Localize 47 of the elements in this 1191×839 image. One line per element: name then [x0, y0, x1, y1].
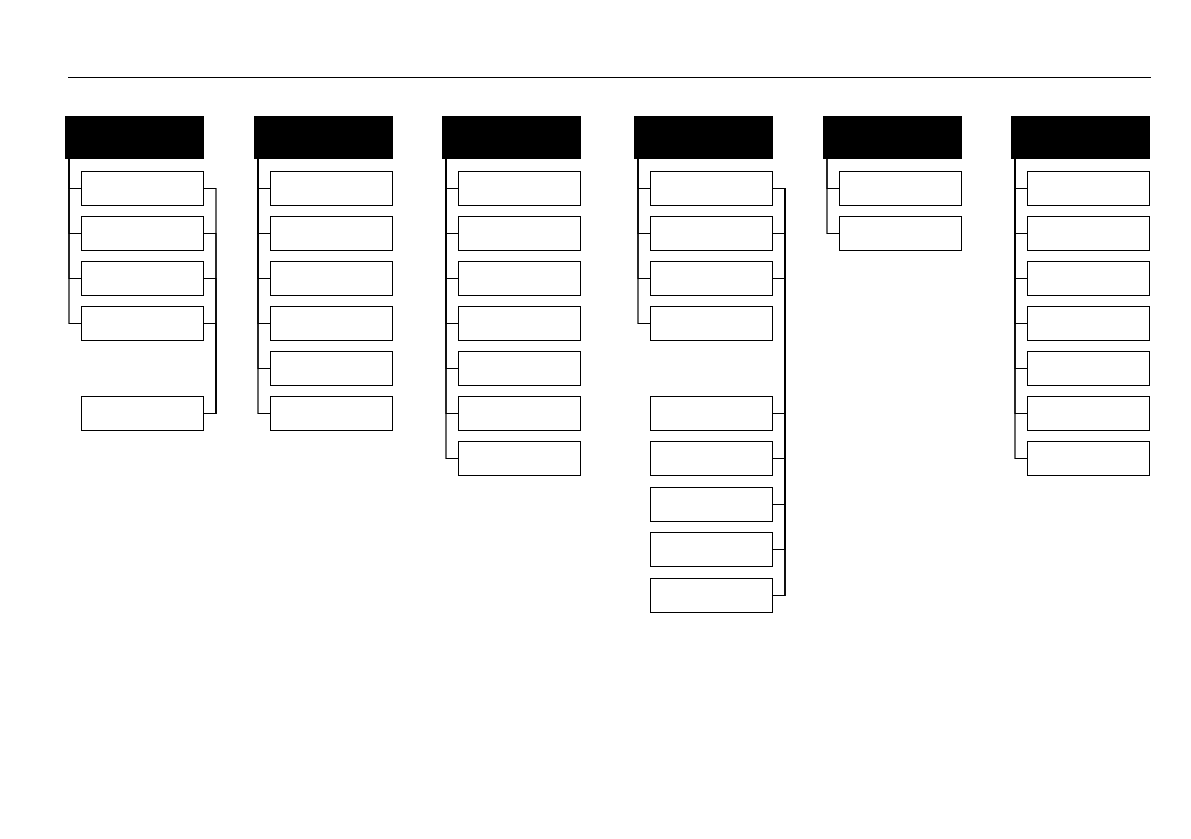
header-block — [634, 116, 773, 159]
menu-box — [650, 578, 773, 613]
menu-box — [1027, 171, 1150, 206]
menu-box — [270, 306, 393, 341]
menu-box — [839, 171, 962, 206]
menu-box — [650, 306, 773, 341]
header-block — [254, 116, 393, 159]
menu-box — [650, 487, 773, 522]
menu-box — [458, 171, 581, 206]
menu-box — [458, 216, 581, 251]
menu-box — [270, 261, 393, 296]
bracket-line — [203, 322, 217, 415]
menu-box — [650, 216, 773, 251]
menu-box — [81, 171, 204, 206]
menu-box — [81, 261, 204, 296]
menu-box — [81, 306, 204, 341]
menu-box — [458, 396, 581, 431]
menu-box — [650, 532, 773, 567]
menu-box — [1027, 441, 1150, 476]
menu-box — [650, 261, 773, 296]
menu-box — [270, 396, 393, 431]
menu-box — [81, 216, 204, 251]
menu-box — [81, 396, 204, 431]
header-block — [442, 116, 581, 159]
menu-box — [650, 441, 773, 476]
menu-box — [458, 441, 581, 476]
header-block — [65, 116, 204, 159]
menu-box — [1027, 396, 1150, 431]
menu-box — [270, 216, 393, 251]
menu-box — [458, 261, 581, 296]
connector-line — [637, 158, 651, 325]
connector-line — [68, 158, 82, 325]
menu-box — [650, 396, 773, 431]
menu-box — [270, 351, 393, 386]
menu-box — [1027, 216, 1150, 251]
menu-box — [1027, 261, 1150, 296]
menu-box — [839, 216, 962, 251]
menu-box — [458, 306, 581, 341]
connector-line — [257, 158, 271, 415]
menu-box — [270, 171, 393, 206]
connector-line — [826, 158, 840, 235]
menu-box — [458, 351, 581, 386]
menu-box — [1027, 351, 1150, 386]
header-block — [823, 116, 962, 159]
menu-box — [1027, 306, 1150, 341]
menu-box — [650, 171, 773, 206]
header-block — [1011, 116, 1150, 159]
